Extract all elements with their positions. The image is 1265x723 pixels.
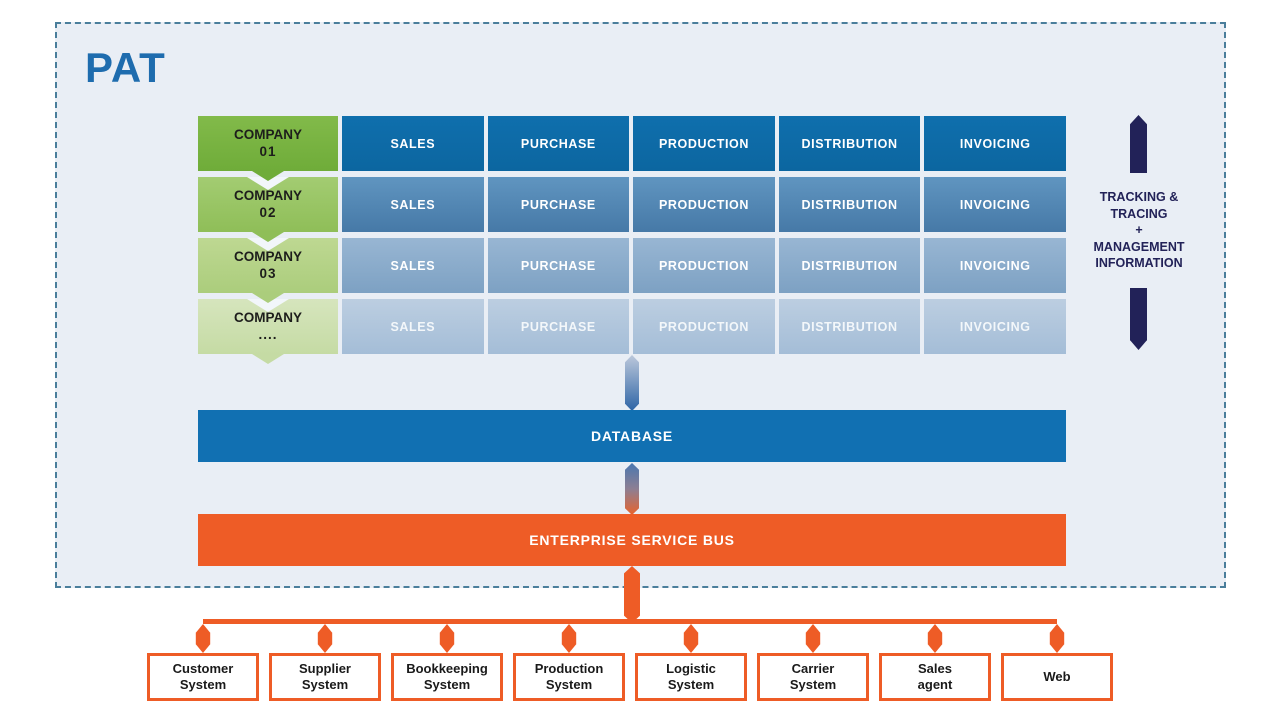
- company-label: COMPANY: [233, 249, 302, 265]
- system-label: Logistic: [666, 660, 716, 676]
- system-label: Sales: [918, 660, 952, 676]
- page-title: PAT: [85, 44, 166, 91]
- system-label: System: [179, 677, 227, 692]
- module-cell-production: PRODUCTION: [633, 238, 775, 293]
- tracking-line: INFORMATION: [1095, 256, 1183, 270]
- module-cell-purchase: PURCHASE: [487, 238, 630, 293]
- system-label: Customer: [172, 660, 234, 676]
- tracking-line: TRACKING &: [1099, 190, 1179, 204]
- system-box: Supplier System: [269, 653, 381, 701]
- system-box: Customer System: [147, 653, 259, 701]
- module-cell-purchase: PURCHASE: [487, 177, 630, 232]
- system-customer: Customer System: [147, 624, 259, 701]
- system-supplier: Supplier System: [269, 624, 381, 701]
- system-logistic: Logistic System: [635, 624, 747, 701]
- module-cell-distribution: DISTRIBUTION: [778, 299, 921, 354]
- integration-bus-line: [203, 619, 1057, 624]
- system-bookkeeping: Bookkeeping System: [391, 624, 503, 701]
- tracking-tracing-label: TRACKING & TRACING + MANAGEMENT INFORMAT…: [1063, 189, 1215, 272]
- system-web: Web: [1001, 624, 1113, 701]
- system-label: Bookkeeping: [406, 660, 488, 676]
- system-label: System: [301, 677, 349, 692]
- module-cell-purchase: PURCHASE: [487, 116, 630, 171]
- module-cell-invoicing: INVOICING: [924, 238, 1066, 293]
- module-cell-sales: SALES: [342, 238, 484, 293]
- company-number: ....: [258, 326, 278, 342]
- bus-connector-icon: [439, 624, 455, 653]
- company-label: COMPANY: [233, 188, 302, 204]
- system-sales-agent: Sales agent: [879, 624, 991, 701]
- module-cell-distribution: DISTRIBUTION: [778, 177, 921, 232]
- system-box: Production System: [513, 653, 625, 701]
- system-box: Bookkeeping System: [391, 653, 503, 701]
- company-module-matrix: COMPANY 01 SALES PURCHASE PRODUCTION DIS…: [198, 116, 1066, 354]
- bus-connector-icon: [317, 624, 333, 653]
- module-cell-production: PRODUCTION: [633, 116, 775, 171]
- system-label: Supplier: [298, 660, 351, 676]
- module-cell-invoicing: INVOICING: [924, 177, 1066, 232]
- connector-esb-to-bus-icon: [624, 566, 640, 623]
- system-label: Web: [1043, 668, 1071, 684]
- module-cell-invoicing: INVOICING: [924, 116, 1066, 171]
- module-cell-sales: SALES: [342, 116, 484, 171]
- module-cell-distribution: DISTRIBUTION: [778, 116, 921, 171]
- system-label: System: [545, 677, 593, 692]
- system-box: Sales agent: [879, 653, 991, 701]
- module-cell-production: PRODUCTION: [633, 299, 775, 354]
- enterprise-service-bus-bar: ENTERPRISE SERVICE BUS: [198, 514, 1066, 566]
- tracking-line: TRACING: [1110, 206, 1168, 221]
- company-03-box: COMPANY 03: [198, 238, 338, 293]
- system-production: Production System: [513, 624, 625, 701]
- module-cell-distribution: DISTRIBUTION: [778, 238, 921, 293]
- module-cell-sales: SALES: [342, 299, 484, 354]
- system-label: System: [423, 677, 471, 692]
- arrow-down-icon: [1130, 288, 1147, 350]
- company-number: 02: [259, 204, 277, 220]
- bus-connector-icon: [683, 624, 699, 653]
- system-carrier: Carrier System: [757, 624, 869, 701]
- connector-matrix-to-database-icon: [625, 355, 639, 411]
- connector-database-to-esb-icon: [625, 463, 639, 515]
- company-number: 03: [259, 265, 277, 281]
- database-bar: DATABASE: [198, 410, 1066, 462]
- company-label: COMPANY: [233, 127, 302, 143]
- tracking-line: MANAGEMENT: [1093, 239, 1185, 254]
- module-cell-invoicing: INVOICING: [924, 299, 1066, 354]
- system-box: Logistic System: [635, 653, 747, 701]
- bus-connector-icon: [805, 624, 821, 653]
- company-label: COMPANY: [233, 310, 302, 326]
- bus-connector-icon: [927, 624, 943, 653]
- system-label: System: [789, 677, 837, 692]
- company-n-box: COMPANY ....: [198, 299, 338, 354]
- company-02-box: COMPANY 02: [198, 177, 338, 232]
- system-box: Carrier System: [757, 653, 869, 701]
- system-label: Carrier: [791, 660, 835, 676]
- company-number: 01: [259, 143, 277, 159]
- company-01-box: COMPANY 01: [198, 116, 338, 171]
- external-systems-row: Customer System Supplier System Bookkeep…: [147, 624, 1113, 701]
- arrow-up-icon: [1130, 115, 1147, 173]
- system-label: Production: [534, 660, 604, 676]
- bus-connector-icon: [195, 624, 211, 653]
- tracking-line: +: [1135, 223, 1143, 237]
- module-cell-sales: SALES: [342, 177, 484, 232]
- bus-connector-icon: [1049, 624, 1065, 653]
- module-cell-purchase: PURCHASE: [487, 299, 630, 354]
- system-label: agent: [917, 677, 953, 692]
- bus-connector-icon: [561, 624, 577, 653]
- system-label: System: [667, 677, 715, 692]
- system-box: Web: [1001, 653, 1113, 701]
- module-cell-production: PRODUCTION: [633, 177, 775, 232]
